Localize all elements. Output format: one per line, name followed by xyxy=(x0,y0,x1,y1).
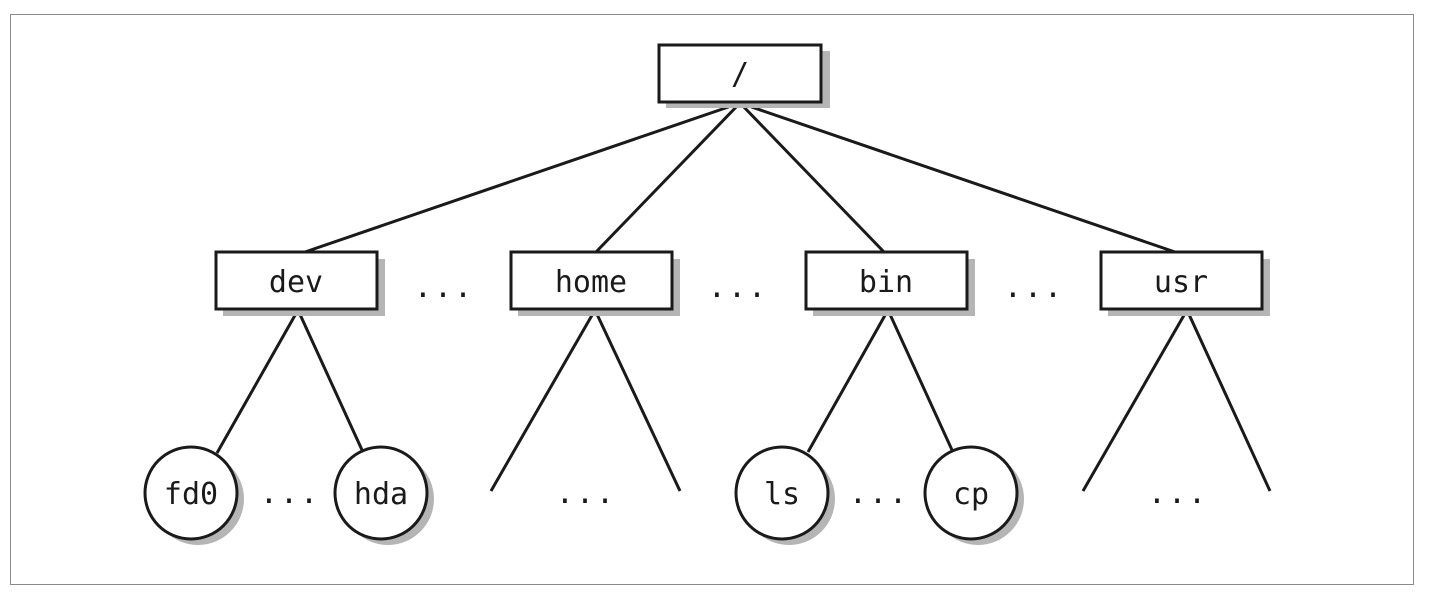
root-node: / xyxy=(657,43,823,104)
edge-bin-ls xyxy=(806,309,890,453)
ellipsis-bin-usr: ... xyxy=(1004,270,1064,305)
dir-label-home: home xyxy=(555,265,627,300)
ellipsis-home-files: ... xyxy=(556,476,616,511)
file-label-fd0: fd0 xyxy=(164,477,218,512)
ellipsis-ls-cp: ... xyxy=(849,476,909,511)
dir-node-dev: dev xyxy=(214,250,379,311)
ellipsis-fd0-hda: ... xyxy=(260,476,320,511)
edge-root-bin xyxy=(738,101,886,254)
dir-label-bin: bin xyxy=(859,265,913,300)
tree-edges xyxy=(215,101,1272,492)
dir-node-home: home xyxy=(509,250,674,311)
file-label-hda: hda xyxy=(354,477,408,512)
edge-root-usr xyxy=(739,101,1176,254)
root-label: / xyxy=(731,57,749,92)
edge-usr-left xyxy=(1081,309,1189,492)
file-node-cp: cp xyxy=(923,445,1019,541)
file-node-hda: hda xyxy=(333,445,429,541)
dir-label-usr: usr xyxy=(1154,265,1208,300)
dir-label-dev: dev xyxy=(269,265,323,300)
ellipsis-dev-home: ... xyxy=(414,270,474,305)
dir-node-usr: usr xyxy=(1099,250,1264,311)
file-node-fd0: fd0 xyxy=(143,445,239,541)
diagram-frame xyxy=(10,14,1414,585)
edge-home-right xyxy=(593,309,682,492)
file-label-ls: ls xyxy=(764,477,800,512)
edge-root-home xyxy=(594,101,742,254)
dir-node-bin: bin xyxy=(804,250,969,311)
edge-dev-fd0 xyxy=(215,309,300,454)
file-label-cp: cp xyxy=(953,477,989,512)
edge-usr-right xyxy=(1185,309,1272,492)
edge-bin-cp xyxy=(886,309,954,451)
edge-root-dev xyxy=(304,101,741,254)
edge-home-left xyxy=(489,309,597,492)
ellipsis-usr-files: ... xyxy=(1148,476,1208,511)
edge-dev-hda xyxy=(296,309,364,451)
ellipsis-home-bin: ... xyxy=(708,270,768,305)
file-node-ls: ls xyxy=(734,445,830,541)
